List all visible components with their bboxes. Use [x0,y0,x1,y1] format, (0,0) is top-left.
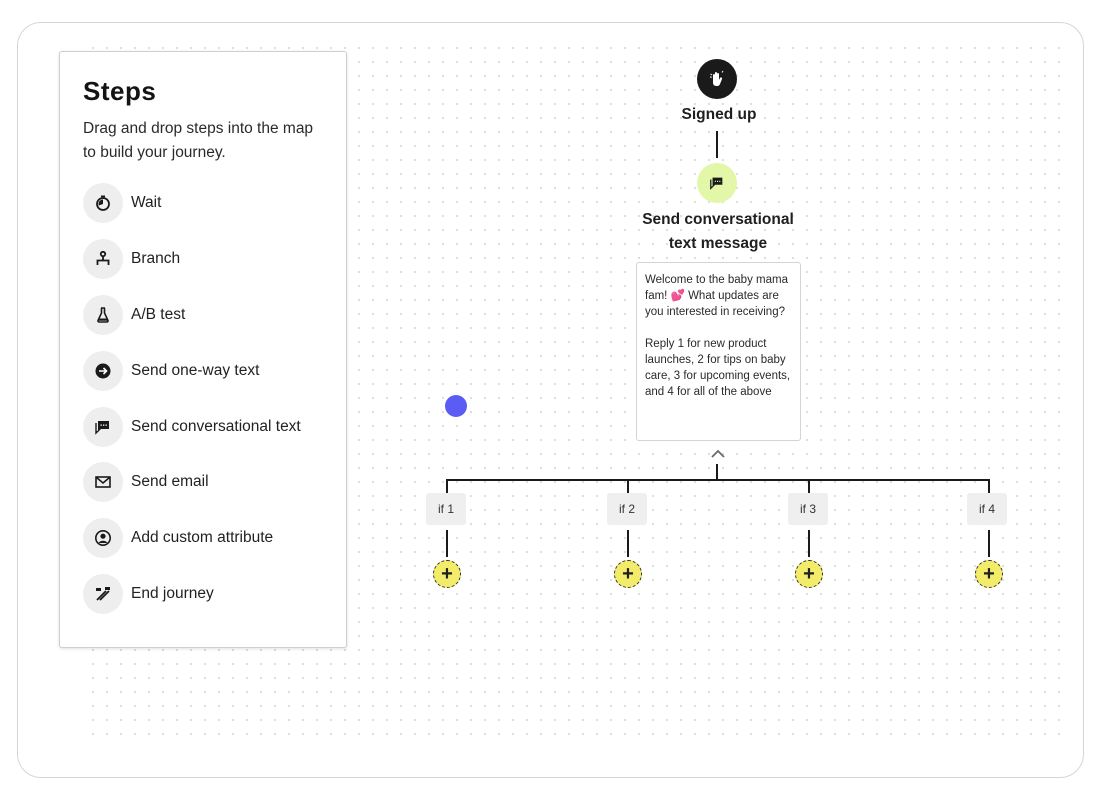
envelope-icon [83,462,123,502]
step-wait[interactable]: Wait [83,183,333,223]
step-send-email[interactable]: Send email [83,462,333,502]
add-step-button-3[interactable]: + [795,560,823,588]
steps-panel: Steps Drag and drop steps into the map t… [59,51,347,648]
tools-icon [83,574,123,614]
user-circle-icon [83,518,123,558]
step-label: A/B test [131,306,186,323]
step-label: End journey [131,585,214,602]
arrow-bubble-icon [83,351,123,391]
connector-line [988,530,990,557]
step-label: Send email [131,473,209,490]
panel-description: Drag and drop steps into the map to buil… [83,120,314,161]
message-step-title: Send conversational text message [642,211,794,252]
step-send-conversational-text[interactable]: Send conversational text [83,407,333,447]
chevron-up-icon[interactable] [709,448,727,460]
step-label: Wait [131,194,162,211]
add-step-button-1[interactable]: + [433,560,461,588]
connector-line [446,479,448,493]
waving-hand-icon[interactable] [697,59,737,99]
connector-line [988,479,990,493]
connector-line [808,530,810,557]
step-label: Add custom attribute [131,529,274,546]
flask-icon [83,295,123,335]
connector-line [716,464,718,480]
branch-condition-4[interactable]: if 4 [967,493,1007,525]
connector-line [627,479,629,493]
step-label: Send conversational text [131,418,301,435]
add-step-button-2[interactable]: + [614,560,642,588]
step-end-journey[interactable]: End journey [83,574,333,614]
chat-bubble-icon [83,407,123,447]
connector-line [446,530,448,557]
step-label: Send one-way text [131,362,260,379]
timer-icon [83,183,123,223]
step-branch[interactable]: Branch [83,239,333,279]
panel-title: Steps [83,76,157,106]
message-preview[interactable]: Welcome to the baby mama fam! 💕 What upd… [636,262,801,441]
branch-line [446,479,990,481]
step-add-custom-attribute[interactable]: Add custom attribute [83,518,333,558]
step-label: Branch [131,250,181,267]
add-step-button-4[interactable]: + [975,560,1003,588]
connector-line [808,479,810,493]
pointer-cursor [445,395,467,417]
trigger-title: Signed up [681,106,757,123]
branch-condition-2[interactable]: if 2 [607,493,647,525]
branch-condition-1[interactable]: if 1 [426,493,466,525]
connector-line [716,131,718,158]
branch-icon [83,239,123,279]
connector-line [627,530,629,557]
chat-bubble-icon[interactable] [697,163,737,203]
branch-condition-3[interactable]: if 3 [788,493,828,525]
step-send-one-way-text[interactable]: Send one-way text [83,351,333,391]
step-ab-test[interactable]: A/B test [83,295,333,335]
